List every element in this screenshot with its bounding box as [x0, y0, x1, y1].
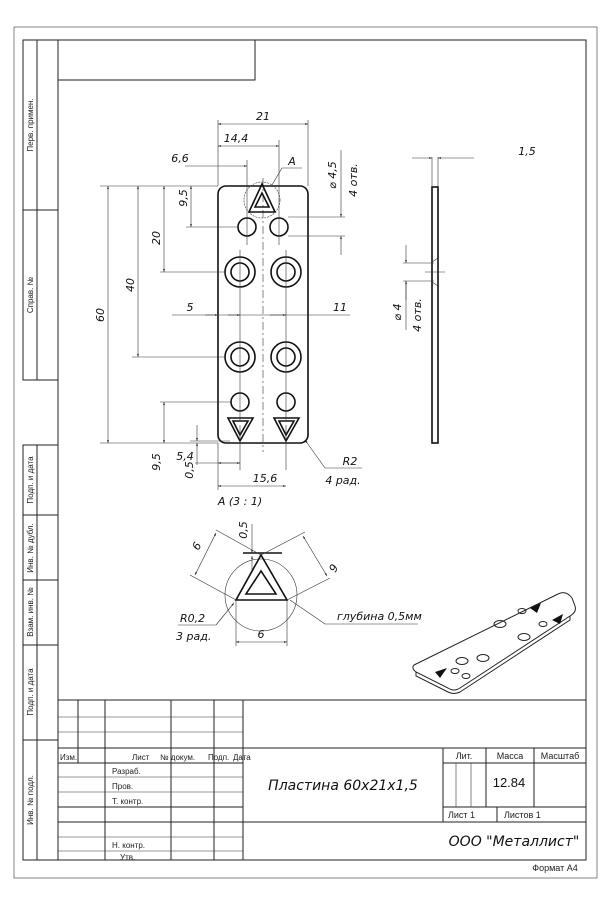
part-name: Пластина 60х21х1,5: [268, 778, 418, 794]
title-block: Изм. Лист № докум. Подп. Дата Разраб. Пр…: [58, 699, 586, 873]
header-date: Дата: [233, 753, 251, 762]
side-hole-dia: ⌀ 4: [391, 303, 404, 320]
radius-count: 4 рад.: [325, 474, 360, 487]
header-izm: Изм.: [60, 753, 77, 762]
isometric-view: [412, 592, 576, 694]
lit-label: Лит.: [456, 751, 473, 761]
dim-5: 5: [187, 301, 194, 314]
triangle-mark-bottom: [226, 417, 255, 443]
dim-9-5-bottom: 9,5: [150, 453, 163, 471]
role-n-kontr: Н. контр.: [112, 841, 145, 850]
role-utv: Утв.: [120, 853, 135, 862]
role-prov: Пров.: [112, 782, 133, 791]
dim-20: 20: [150, 231, 163, 245]
side-label-inv-dubl: Инв. № дубл.: [26, 523, 35, 573]
side-label-podp-data-2: Подп. и дата: [26, 668, 35, 716]
hole-dia-top: ⌀ 4,5: [326, 161, 339, 189]
detail-radius-count: 3 рад.: [176, 630, 211, 643]
header-sign: Подп.: [208, 753, 229, 762]
detail-a-circle: [243, 181, 281, 219]
main-view: 21 14,4 6,6 A ⌀ 4,5 4 отв. 60 40 20 9,5 …: [94, 110, 362, 490]
detail-mark-a: A: [287, 155, 296, 168]
drawing-frame: [57, 39, 587, 861]
mass-label: Масса: [497, 751, 524, 761]
hole-count-top: 4 отв.: [347, 163, 360, 197]
side-label-perv-primen: Перв. примен.: [26, 98, 35, 151]
side-hole-count: 4 отв.: [411, 298, 424, 332]
radius-r2: R2: [343, 455, 358, 468]
scale-label: Масштаб: [541, 751, 580, 761]
top-left-box: [57, 39, 256, 81]
dim-5-4: 5,4: [176, 450, 194, 463]
side-label-inv-podl: Инв. № подл.: [26, 775, 35, 825]
header-doc: № докум.: [160, 753, 195, 762]
side-columns: Перв. примен. Справ. № Подп. и дата Инв.…: [22, 39, 59, 861]
dim-9-5-top: 9,5: [177, 189, 190, 207]
sheets-total: Листов 1: [504, 810, 541, 820]
dim-15-6: 15,6: [253, 472, 278, 485]
side-view: 1,5 ⌀ 4 4 отв.: [391, 145, 536, 444]
sheet-number: Лист 1: [448, 810, 475, 820]
role-razrab: Разраб.: [112, 767, 141, 776]
side-label-sprav: Справ. №: [26, 276, 35, 313]
mass-value: 12.84: [493, 775, 526, 790]
dim-60: 60: [94, 308, 107, 322]
role-t-kontr: Т. контр.: [112, 797, 143, 806]
thickness-dim: 1,5: [518, 145, 536, 158]
detail-triangle: [234, 553, 289, 601]
dim-0-5: 0,5: [183, 461, 196, 479]
page-border: [13, 26, 598, 879]
side-label-podp-data: Подп. и дата: [26, 456, 35, 504]
header-list: Лист: [132, 753, 150, 762]
side-label-vzam-inv: Взам. инв. №: [26, 587, 35, 637]
format-label: Формат А4: [532, 863, 577, 873]
detail-radius: R0,2: [180, 612, 205, 625]
triangle-mark-bottom: [272, 417, 301, 443]
dim-14-4: 14,4: [224, 132, 249, 145]
side-profile: [431, 186, 439, 444]
detail-dim-0-5: 0,5: [237, 521, 250, 539]
dim-6-6: 6,6: [171, 152, 189, 165]
detail-view-a: A (3 : 1) 0,5 6 6 6 R0,2 3 рад. глубина …: [176, 495, 422, 646]
detail-title: A (3 : 1): [217, 495, 262, 508]
detail-dim-left: 6: [190, 540, 205, 553]
company-name: ООО "Металлист": [449, 834, 580, 850]
depth-note: глубина 0,5мм: [337, 610, 422, 623]
dim-11: 11: [333, 301, 347, 314]
triangle-mark-top: [247, 182, 277, 213]
dim-width: 21: [256, 110, 270, 123]
detail-dim-base: 6: [258, 628, 265, 641]
detail-dim-right: 6: [326, 561, 341, 574]
dim-40: 40: [124, 278, 137, 292]
